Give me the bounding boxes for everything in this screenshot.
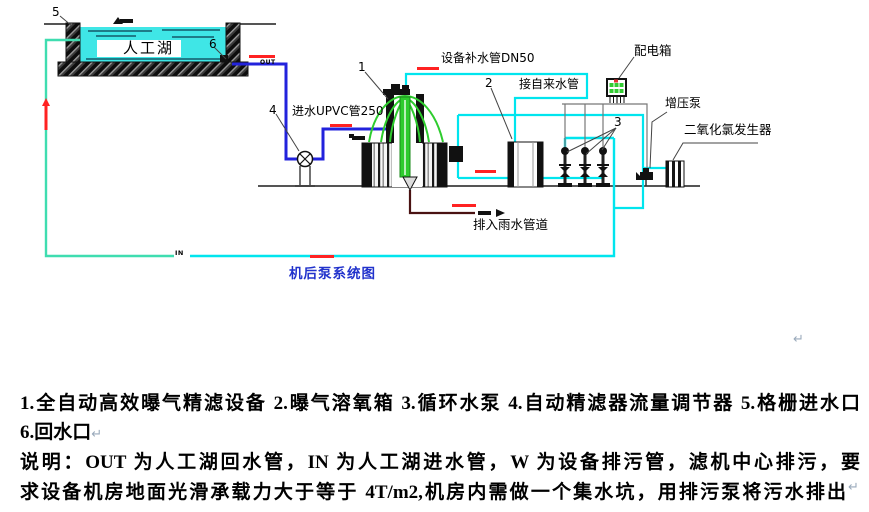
label-n4: 4 <box>269 103 277 117</box>
oxygen-tank <box>507 141 544 188</box>
supply-pipe-label: 设备补水管DN50 <box>441 51 535 65</box>
flow-regulator-valve <box>295 150 315 187</box>
legend-line-2: 6.回水口↵ <box>20 417 860 444</box>
pump-3 <box>596 147 610 187</box>
diagram-title: 机后泵系统图 <box>289 266 376 282</box>
pump-2 <box>578 147 592 187</box>
power-indicator <box>614 79 618 83</box>
system-diagram <box>42 15 758 258</box>
inlet-pipe-label: 进水UPVC管250 <box>292 104 384 118</box>
artificial-lake <box>57 17 249 77</box>
in-flow-label: IN <box>175 249 184 257</box>
tap-water-label: 接自来水管 <box>519 77 580 91</box>
legend-line-2-text: 6.回水口 <box>20 422 92 443</box>
out-pipe <box>232 62 386 161</box>
clo2-generator-glyph <box>665 160 685 188</box>
circulation-pumps <box>558 147 610 187</box>
aeration-filter-unit <box>349 84 463 192</box>
legend-line-1: 1.全自动高效曝气精滤设备 2.曝气溶氧箱 3.循环水泵 4.自动精滤器流量调节… <box>20 393 860 414</box>
pump-1 <box>558 147 572 187</box>
booster-pump-glyph <box>636 168 653 186</box>
notes-line-2: 求设备机房地面光滑承载力大于等于 4T/m2,机房内需做一个集水坑，用排污泵将污… <box>20 482 846 503</box>
power-lines <box>562 96 648 168</box>
power-distribution-box <box>606 78 627 103</box>
paragraph-mark: ↵ <box>848 480 859 495</box>
notes-line-1: 说明：OUT 为人工湖回水管，IN 为人工湖进水管，W 为设备排污管，滤机中心排… <box>20 452 860 473</box>
label-n1: 1 <box>358 60 366 74</box>
out-flow-label: OUT <box>260 59 276 66</box>
leader-lines <box>59 15 758 169</box>
ground-lines <box>44 23 700 187</box>
label-n3: 3 <box>614 115 622 129</box>
lake-label: 人工湖 <box>123 39 175 57</box>
paragraph-mark: ↵ <box>793 332 804 347</box>
lake-rim-fitting-icon <box>113 17 133 24</box>
filter-outlet-connector <box>449 146 463 162</box>
flow-markers <box>42 55 496 258</box>
filter-side-fitting <box>352 136 365 140</box>
label-n2: 2 <box>485 76 493 90</box>
drain-pipe <box>408 190 505 217</box>
booster-pump-label: 增压泵 <box>665 96 702 110</box>
return-port-fitting <box>220 55 228 62</box>
drain-label: 排入雨水管道 <box>473 217 549 232</box>
supply-pipes <box>404 72 668 210</box>
power-box-label: 配电箱 <box>634 43 672 58</box>
paragraph-mark: ↵ <box>91 426 103 441</box>
filter-cone-outlet <box>402 176 418 192</box>
label-n5: 5 <box>52 5 60 19</box>
clo2-generator-label: 二氧化氯发生器 <box>684 122 772 137</box>
label-n6: 6 <box>209 37 217 51</box>
